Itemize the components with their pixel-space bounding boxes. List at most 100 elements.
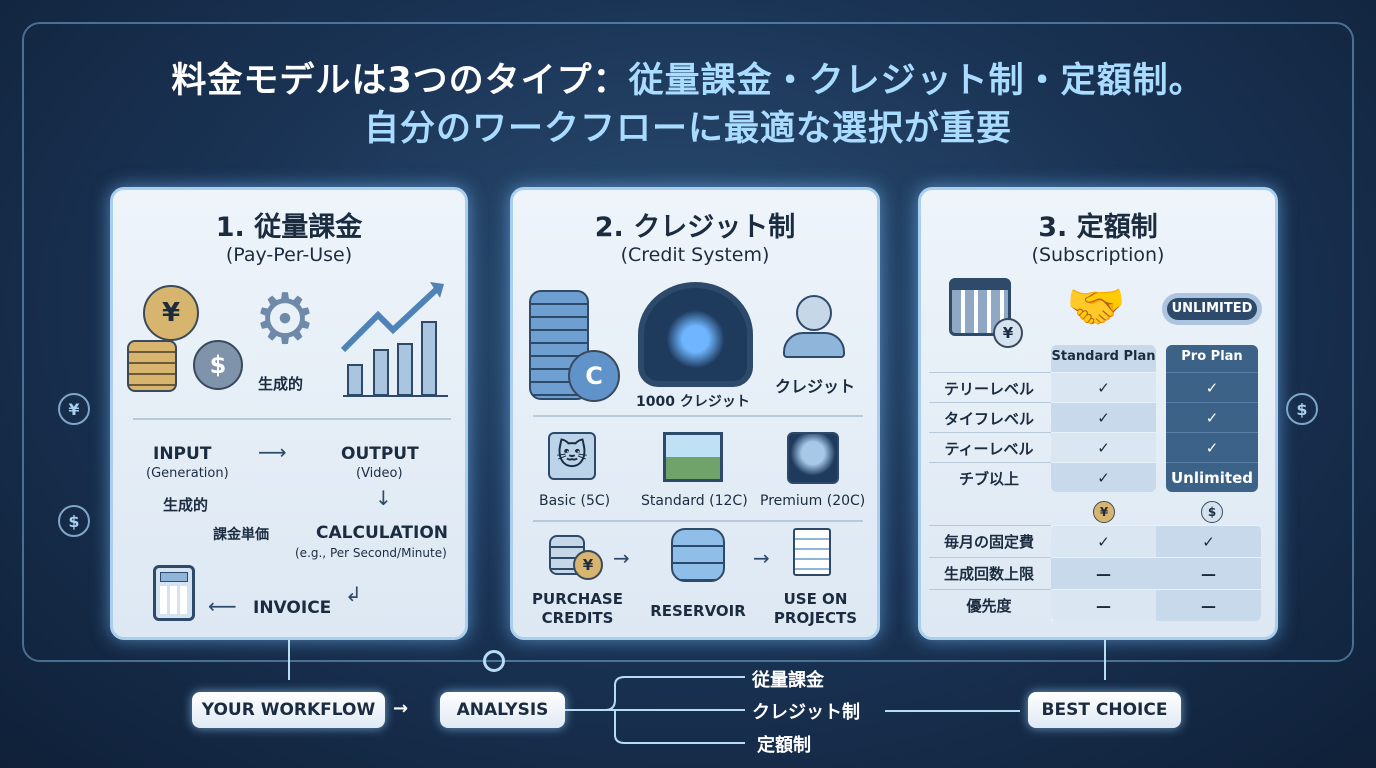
row-divider [929, 402, 1051, 403]
panel-heading: 2. クレジット制 [594, 212, 796, 243]
pro-cell: ✓ [1156, 525, 1261, 557]
arrow-left-icon: ⟵ [208, 594, 237, 618]
gauge-icon [638, 282, 753, 387]
your-workflow-button[interactable]: YOUR WORKFLOW [192, 692, 385, 728]
tier-standard[interactable]: Standard (12C) [641, 493, 748, 509]
user-label: クレジット [775, 377, 856, 396]
row-label: テリーレベル [943, 380, 1034, 398]
calculation-sublabel: (e.g., Per Second/Minute) [295, 546, 447, 560]
tier-basic[interactable]: Basic (5C) [539, 493, 611, 509]
row-divider [929, 557, 1051, 558]
arrow-right-icon: → [613, 546, 630, 570]
invoice-label: INVOICE [253, 598, 332, 618]
output-label: OUTPUT [341, 444, 419, 464]
best-choice-button[interactable]: BEST CHOICE [1028, 692, 1181, 728]
calculator-icon [153, 565, 195, 621]
row-divider [929, 462, 1051, 463]
step-purchase-credits: PURCHASE CREDITS [532, 590, 623, 627]
gear-label: 生成的 [258, 375, 304, 393]
option-pay-per-use: 従量課金 [752, 670, 824, 691]
yen-side-icon: ¥ [58, 393, 90, 425]
coin-stack-icon [127, 340, 177, 392]
row-label: 毎月の固定費 [943, 533, 1034, 551]
column-pro-plan: Pro Plan [1181, 349, 1243, 364]
connector [1104, 640, 1106, 680]
arrow-down-icon: ↓ [375, 486, 392, 510]
panel-pay-per-use: 1. 従量課金 (Pay-Per-Use) ¥ $ ⚙ 生成的 INPUT (G… [110, 187, 468, 640]
growth-chart-icon [340, 282, 448, 397]
pro-cell: — [1156, 589, 1261, 621]
pro-cell: ✓ [1166, 432, 1258, 462]
step-reservoir: RESERVOIR [650, 602, 746, 620]
calculation-label: CALCULATION [316, 523, 449, 543]
branch-arrows [565, 676, 745, 744]
arrow-right-icon: ⟶ [258, 440, 287, 464]
panel-heading: 1. 従量課金 [215, 212, 363, 243]
pro-cell: — [1156, 557, 1261, 589]
tier-premium[interactable]: Premium (20C) [760, 493, 866, 509]
unlimited-badge: UNLIMITED [1167, 298, 1257, 320]
row-divider [929, 432, 1051, 433]
title-highlight: 従量課金・クレジット制・定額制。 [628, 61, 1205, 101]
fees-table-bg [1051, 525, 1261, 621]
robot-avatar-icon [787, 432, 839, 484]
option-subscription: 定額制 [757, 735, 811, 756]
user-icon [796, 295, 832, 331]
standard-cell: ✓ [1051, 462, 1156, 492]
panel-subscription: 3. 定額制 (Subscription) ¥ 🤝 UNLIMITED Stan… [918, 187, 1278, 640]
pro-cell: ✓ [1166, 402, 1258, 432]
input-label: INPUT [153, 444, 212, 464]
standard-cell: — [1051, 557, 1156, 589]
input-jp-label: 生成的 [163, 496, 209, 514]
analysis-button[interactable]: ANALYSIS [440, 692, 565, 728]
connector [885, 710, 1020, 712]
user-body-icon [783, 332, 845, 358]
divider [133, 418, 451, 420]
gear-icon: ⚙ [253, 278, 317, 360]
landscape-icon [663, 432, 723, 482]
standard-cell: ✓ [1051, 525, 1156, 557]
row-label: チブ以上 [958, 470, 1019, 488]
unit-price-label: 課金単価 [213, 527, 269, 543]
yen-coin-icon: ¥ [1093, 501, 1115, 523]
pro-cell: Unlimited [1166, 462, 1258, 492]
standard-cell: ✓ [1051, 402, 1156, 432]
standard-cell: ✓ [1051, 432, 1156, 462]
dollar-coin-icon: $ [193, 340, 243, 390]
column-standard-plan: Standard Plan [1051, 349, 1156, 364]
reservoir-icon [671, 528, 725, 582]
row-divider [929, 525, 1051, 526]
input-sublabel: (Generation) [146, 466, 229, 481]
magnifier-icon [483, 650, 505, 672]
standard-column [1051, 345, 1156, 492]
row-label: タイフレベル [943, 410, 1034, 428]
arrow-return-icon: ↲ [345, 582, 362, 606]
document-search-icon [793, 528, 831, 576]
yen-coin-icon: ¥ [573, 550, 603, 580]
row-divider [929, 589, 1051, 590]
option-credit: クレジット制 [752, 702, 860, 723]
arrow-right-icon: → [393, 698, 409, 719]
connector [288, 640, 290, 680]
cat-icon: 🐱 [548, 432, 596, 480]
decorative-frame [22, 22, 1354, 662]
standard-cell: ✓ [1051, 372, 1156, 402]
pro-column [1166, 345, 1258, 492]
yen-coin-icon: ¥ [993, 318, 1023, 348]
row-label: ティーレベル [944, 440, 1034, 458]
yen-coin-icon: ¥ [143, 285, 199, 341]
divider [533, 520, 863, 522]
dollar-side-icon-right: $ [1286, 393, 1318, 425]
divider [533, 415, 863, 417]
dollar-coin-icon: $ [1201, 501, 1223, 523]
panel-subheading: (Pay-Per-Use) [225, 244, 353, 266]
title-line-2: 自分のワークフローに最適な選択が重要 [363, 109, 1012, 149]
title-part: 料金モデルは3つのタイプ： [171, 61, 629, 101]
row-label: 生成回数上限 [943, 565, 1034, 583]
step-use-on-projects: USE ON PROJECTS [773, 590, 858, 627]
row-divider [929, 372, 1051, 373]
dollar-side-icon: $ [58, 505, 90, 537]
output-sublabel: (Video) [356, 466, 403, 481]
panel-heading: 3. 定額制 [1038, 212, 1158, 243]
handshake-icon: 🤝 [1066, 279, 1126, 335]
